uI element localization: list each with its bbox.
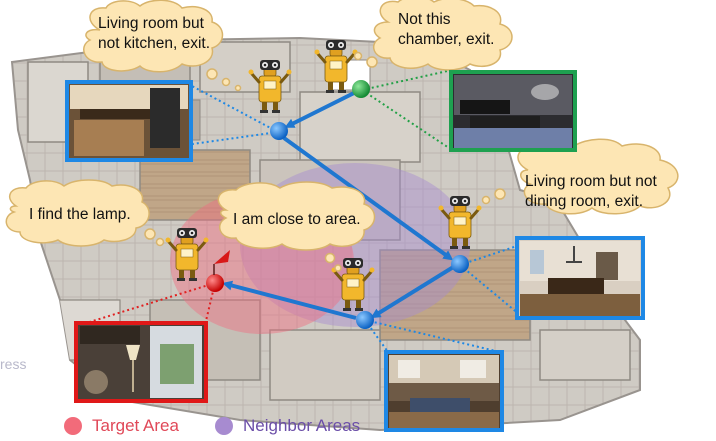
connector-living-low: [364, 319, 501, 353]
connector-chamber-low: [361, 89, 453, 151]
connector-lamp: [79, 282, 216, 326]
thumb-kitchen: [65, 80, 193, 162]
path-arrow-4: [222, 280, 357, 320]
thumb-living: [384, 350, 504, 432]
thumb-lamp: [74, 321, 208, 403]
legend-target: Target Area: [64, 414, 179, 438]
thought-cloud-chamber: [372, 0, 513, 71]
path-arrow-3: [370, 264, 457, 319]
path-arrow-1: [284, 88, 361, 128]
waypoint-living: [356, 311, 374, 329]
thumb-dining: [515, 236, 645, 320]
legend-target-label: Target Area: [92, 416, 179, 435]
faded-cropped-text: ress: [0, 356, 27, 372]
path-arrow-2: [282, 136, 454, 261]
waypoint-dead-end-green: [352, 80, 370, 98]
connector-kitchen: [149, 131, 279, 151]
connector-kitchen-top: [189, 84, 279, 133]
waypoint-kitchen: [270, 122, 288, 140]
target-dot-icon: [64, 417, 82, 435]
red-flag-icon: [213, 250, 230, 275]
connector-lamp-low: [204, 282, 216, 326]
connector-dining: [459, 244, 521, 266]
thought-cloud-kitchen: [83, 0, 224, 73]
thought-cloud-lamp: [5, 179, 150, 247]
connector-dining-low: [459, 264, 521, 316]
thumb-chamber: [449, 70, 577, 152]
waypoint-dining: [451, 255, 469, 273]
thought-cloud-close: [217, 181, 376, 251]
thought-kitchen-text: Living room but not kitchen, exit.: [98, 15, 211, 52]
target-point: [206, 274, 224, 292]
thought-chamber-text: Not this chamber, exit.: [398, 11, 495, 48]
connector-chamber: [361, 69, 453, 91]
neighbor-dot-icon: [215, 417, 233, 435]
thought-close-text: I am close to area.: [233, 211, 361, 228]
legend-neighbor: Neighbor Areas: [215, 414, 360, 438]
thought-lamp-text: I find the lamp.: [29, 206, 131, 223]
thought-dining-text: Living room but not dining room, exit.: [525, 173, 657, 210]
legend-neighbor-label: Neighbor Areas: [243, 416, 361, 435]
